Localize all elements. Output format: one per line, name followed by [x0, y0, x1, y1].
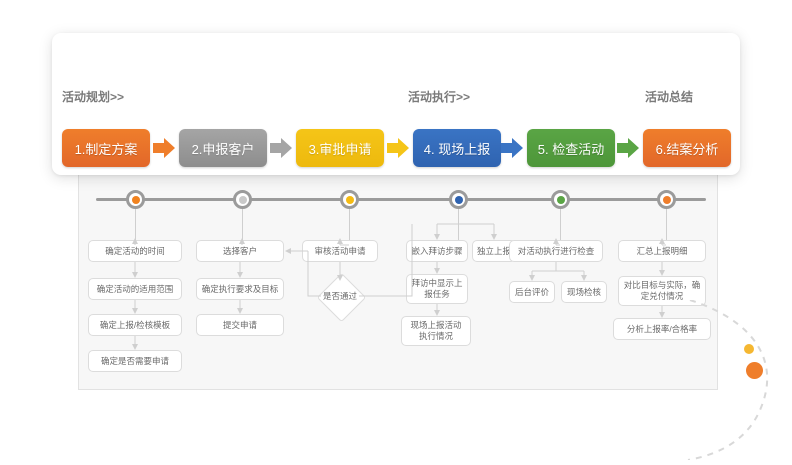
- timeline-node-2[interactable]: [233, 190, 252, 209]
- step-arrow-5: [617, 138, 639, 158]
- step-chip-5[interactable]: 5. 检查活动: [527, 129, 615, 167]
- flow-box-2-0[interactable]: 审核活动申请: [302, 240, 378, 262]
- timeline-node-4[interactable]: [449, 190, 468, 209]
- decor-dot-1: [744, 344, 754, 354]
- flow-box-1-0[interactable]: 选择客户: [196, 240, 284, 262]
- timeline-node-dot-1: [131, 195, 140, 204]
- timeline-node-5[interactable]: [551, 190, 570, 209]
- timeline-node-6[interactable]: [657, 190, 676, 209]
- flow-box-4-1[interactable]: 后台评价: [509, 281, 555, 303]
- flow-box-0-3[interactable]: 确定是否需要申请: [88, 350, 182, 372]
- flow-box-3-1[interactable]: 独立上报: [472, 240, 516, 262]
- step-arrow-3: [387, 138, 409, 158]
- flow-box-5-2[interactable]: 分析上报率/合格率: [613, 318, 711, 340]
- timeline-stem-3: [349, 209, 350, 245]
- flow-box-4-0[interactable]: 对活动执行进行检查: [509, 240, 603, 262]
- timeline-node-dot-5: [556, 195, 565, 204]
- phase-label-0: 活动规划>>: [62, 90, 125, 104]
- phase-label-1: 活动执行>>: [408, 90, 471, 104]
- flow-decision-2[interactable]: 是否通过: [303, 272, 377, 322]
- step-arrow-2: [270, 138, 292, 158]
- timeline-node-dot-3: [345, 195, 354, 204]
- timeline-stem-6: [666, 209, 667, 245]
- flow-box-0-2[interactable]: 确定上报/检核模板: [88, 314, 182, 336]
- phase-label-2: 活动总结: [645, 90, 694, 104]
- timeline-stem-2: [242, 209, 243, 245]
- flow-box-0-1[interactable]: 确定活动的适用范围: [88, 278, 182, 300]
- timeline-stem-5: [560, 209, 561, 245]
- flow-box-4-2[interactable]: 现场检核: [561, 281, 607, 303]
- step-chip-2[interactable]: 2.申报客户: [179, 129, 267, 167]
- flow-box-5-1[interactable]: 对比目标与实际，确 定兑付情况: [618, 276, 706, 306]
- process-steps-card: 活动规划>> 活动执行>> 活动总结 1.制定方案 2.申报客户 3.审批申请 4. 现场…: [52, 33, 740, 175]
- step-chip-3[interactable]: 3.审批申请: [296, 129, 384, 167]
- step-chip-1[interactable]: 1.制定方案: [62, 129, 150, 167]
- timeline-stem-1: [135, 209, 136, 245]
- timeline-node-3[interactable]: [340, 190, 359, 209]
- step-chip-6[interactable]: 6.结案分析: [643, 129, 731, 167]
- timeline-rail: [96, 198, 706, 201]
- flow-box-5-0[interactable]: 汇总上报明细: [618, 240, 706, 262]
- flow-box-3-3[interactable]: 现场上报活动 执行情况: [401, 316, 471, 346]
- timeline-node-dot-4: [454, 195, 463, 204]
- timeline-stem-4: [458, 209, 459, 245]
- step-chip-4[interactable]: 4. 现场上报: [413, 129, 501, 167]
- timeline-node-dot-6: [662, 195, 671, 204]
- flow-box-0-0[interactable]: 确定活动的时间: [88, 240, 182, 262]
- flow-box-3-2[interactable]: 拜访中显示上 报任务: [406, 274, 468, 304]
- timeline-node-1[interactable]: [126, 190, 145, 209]
- decor-dot-2: [746, 362, 763, 379]
- flow-box-1-1[interactable]: 确定执行要求及目标: [196, 278, 284, 300]
- flow-box-1-2[interactable]: 提交申请: [196, 314, 284, 336]
- timeline-node-dot-2: [238, 195, 247, 204]
- step-arrow-4: [501, 138, 523, 158]
- step-arrow-1: [153, 138, 175, 158]
- decision-label: 是否通过: [322, 291, 357, 301]
- flow-box-3-0[interactable]: 嵌入拜访步骤: [406, 240, 468, 262]
